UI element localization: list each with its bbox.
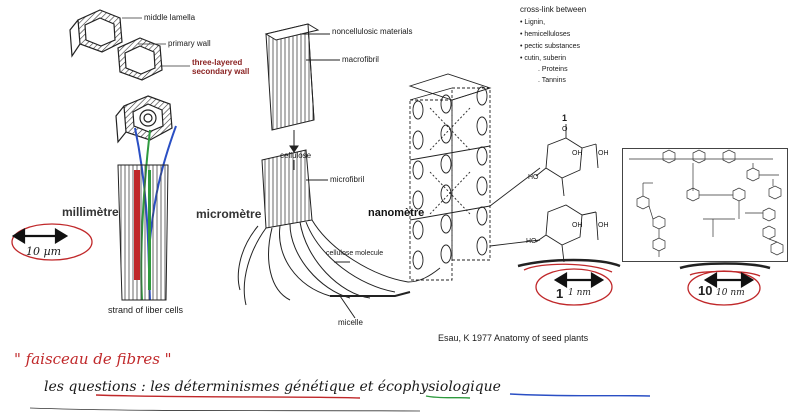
fiber-strand — [117, 164, 169, 301]
label-o: O — [562, 126, 568, 133]
label-ho-1: HO — [528, 174, 539, 181]
micelle-lattice — [407, 73, 541, 283]
scale-num-1: 1 — [556, 286, 564, 301]
label-oh-3: OH — [572, 222, 583, 229]
label-middle-lamella: middle lamella — [144, 13, 196, 22]
label-cellulose-molecule: cellulose molecule — [326, 250, 384, 257]
macrofibril-block — [264, 23, 340, 170]
label-secondary-wall-2: secondary wall — [192, 67, 250, 76]
hand-underlines — [29, 393, 651, 412]
crosslink-title: cross-link between — [520, 5, 587, 14]
label-macrofibril: macrofibril — [342, 55, 379, 64]
crosslink-subitem: . Proteins — [538, 66, 568, 73]
citation: Esau, K 1977 Anatomy of seed plants — [438, 333, 589, 343]
scale-1nm: 1 nm — [568, 288, 591, 298]
glucose-rings — [535, 124, 599, 263]
label-micelle: micelle — [338, 318, 363, 327]
scale-10nm: 10 nm — [716, 288, 745, 298]
crosslink-item: • hemicelluloses — [520, 31, 571, 38]
cell-wall-hexagons — [69, 9, 173, 144]
crosslink-item: • cutin, suberin — [520, 55, 567, 62]
scale-10um: 10 µm — [26, 245, 62, 258]
scale-arrows — [11, 228, 755, 288]
label-primary-wall: primary wall — [168, 39, 211, 48]
hand-circles — [11, 223, 771, 306]
label-one-top: 1 — [562, 113, 568, 123]
label-oh-2: OH — [598, 150, 609, 157]
handwritten-faisceau: " faisceau de fibres " — [14, 350, 172, 368]
crosslink-list: cross-link between • Lignin, • hemicellu… — [520, 5, 587, 85]
handwritten-questions: les questions : les déterminismes généti… — [44, 379, 501, 395]
scale-num-10: 10 — [698, 283, 713, 298]
label-secondary-wall-1: three-layered — [192, 58, 243, 67]
crosslink-item: • Lignin, — [520, 19, 546, 26]
label-noncellulosic: noncellulosic materials — [332, 27, 413, 36]
lignin-structure-inset — [622, 148, 788, 262]
crosslink-subitem: . Tannins — [538, 77, 566, 84]
label-ho-2: HO — [526, 238, 537, 245]
label-oh-4: OH — [598, 222, 609, 229]
label-oh-1: OH — [572, 150, 583, 157]
label-microfibril: microfibril — [330, 175, 365, 184]
label-strand: strand of liber cells — [108, 305, 184, 315]
scale-micrometre: micromètre — [196, 207, 262, 221]
label-cellulose: cellulose — [280, 151, 312, 160]
scale-nanometre: nanomètre — [368, 207, 425, 219]
lignin-structure-svg — [629, 149, 784, 257]
hex-leaders — [122, 17, 190, 67]
scale-millimetre: millimètre — [62, 205, 119, 219]
crosslink-item: • pectic substances — [520, 43, 581, 50]
microfibril-block — [237, 149, 411, 319]
